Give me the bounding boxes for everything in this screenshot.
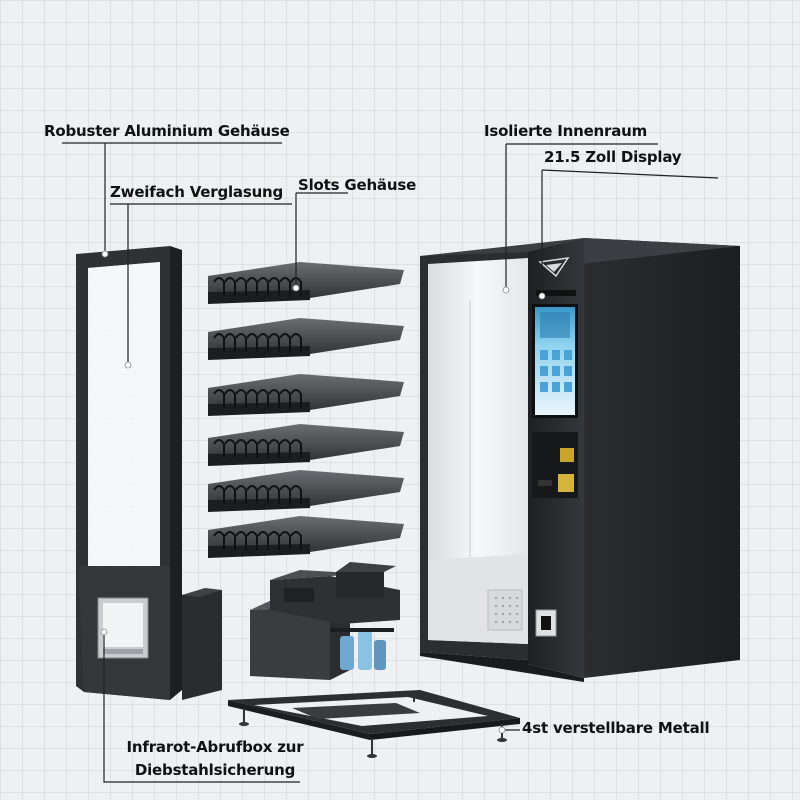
slot-tray <box>208 516 404 558</box>
spiral-coil <box>257 389 269 408</box>
spiral-coil <box>279 333 291 352</box>
spiral-coil <box>290 333 302 352</box>
spiral-coil <box>257 485 269 504</box>
spiral-coil <box>224 389 236 408</box>
spiral-coil <box>235 333 247 352</box>
spiral-coil <box>268 333 280 352</box>
spiral-coil <box>224 333 236 352</box>
spiral-coil <box>257 277 269 296</box>
spiral-coil <box>246 439 258 458</box>
slot-tray <box>208 470 404 512</box>
spiral-coil <box>290 531 302 550</box>
label-display: 21.5 Zoll Display <box>544 148 682 166</box>
label-interior: Isolierte Innenraum <box>484 122 648 140</box>
spiral-coil <box>246 389 258 408</box>
spiral-coil <box>257 531 269 550</box>
label-slots: Slots Gehäuse <box>298 176 417 194</box>
touch-screen-display-icon <box>532 304 578 418</box>
spiral-coil <box>268 389 280 408</box>
spiral-coil <box>235 485 247 504</box>
spiral-coil <box>290 389 302 408</box>
spiral-coil <box>213 333 225 352</box>
spiral-coil <box>279 531 291 550</box>
spiral-coil <box>213 485 225 504</box>
slot-tray <box>208 424 404 466</box>
vending-brand-logo-icon <box>538 257 570 278</box>
label-glazing: Zweifach Verglasung <box>110 183 284 201</box>
spiral-coil <box>279 277 291 296</box>
label-housing: Robuster Aluminium Gehäuse <box>44 122 290 140</box>
spiral-coil <box>213 277 225 296</box>
spiral-coil <box>213 439 225 458</box>
slot-tray <box>208 374 404 416</box>
spiral-coil <box>246 485 258 504</box>
spiral-coil <box>224 485 236 504</box>
base-frame <box>228 690 520 758</box>
spiral-coil <box>290 485 302 504</box>
payment-module <box>532 432 578 498</box>
spiral-coil <box>279 439 291 458</box>
slot-trays <box>208 262 404 558</box>
cooling-unit <box>250 562 400 680</box>
slot-tray <box>208 262 404 304</box>
spiral-coil <box>213 531 225 550</box>
spiral-coil <box>290 277 302 296</box>
infrared-retrieval-box <box>97 597 149 659</box>
spiral-coil <box>224 277 236 296</box>
spiral-coil <box>235 389 247 408</box>
interior-vent <box>494 596 519 624</box>
spiral-coil <box>246 531 258 550</box>
spiral-coil <box>235 531 247 550</box>
spiral-coil <box>268 531 280 550</box>
spiral-coil <box>268 485 280 504</box>
spiral-coil <box>257 333 269 352</box>
spiral-coil <box>290 439 302 458</box>
rear-bin <box>182 588 222 700</box>
spiral-coil <box>246 333 258 352</box>
spiral-coil <box>246 277 258 296</box>
spiral-coil <box>224 439 236 458</box>
vending-cabinet <box>420 238 740 682</box>
spiral-coil <box>279 485 291 504</box>
label-feet: 4st verstellbare Metall <box>522 719 710 737</box>
spiral-coil <box>213 389 225 408</box>
spiral-coil <box>257 439 269 458</box>
spiral-coil <box>224 531 236 550</box>
spiral-coil <box>268 439 280 458</box>
slot-tray <box>208 318 404 360</box>
callout-lines <box>62 142 719 783</box>
spiral-coil <box>235 277 247 296</box>
glass-door <box>76 246 182 700</box>
callout-dots <box>100 250 546 734</box>
spiral-coil <box>235 439 247 458</box>
label-infrared-line1: Infrarot-Abrufbox zur <box>126 738 304 756</box>
spiral-coil <box>268 277 280 296</box>
label-infrared-line2: Diebstahlsicherung <box>134 761 296 779</box>
spiral-coil <box>279 389 291 408</box>
